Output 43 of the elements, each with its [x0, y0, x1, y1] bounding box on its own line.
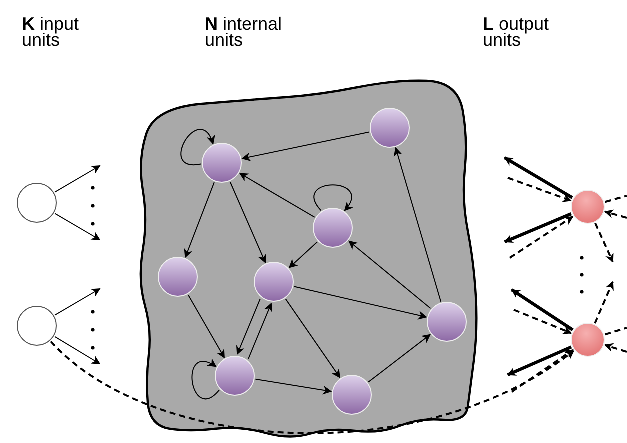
- arrow: [507, 346, 572, 376]
- arrow: [54, 166, 101, 193]
- arrow: [394, 147, 442, 302]
- arrow: [54, 213, 101, 240]
- arrow: [54, 288, 101, 316]
- arrow: [230, 182, 266, 264]
- arrow: [180, 129, 214, 166]
- arrow: [348, 240, 432, 310]
- arrow: [504, 156, 574, 200]
- arrow: [368, 334, 432, 383]
- arrow: [285, 298, 341, 378]
- arrow: [514, 309, 572, 334]
- arrow: [54, 336, 101, 364]
- arrow: [604, 343, 627, 353]
- arrow: [239, 173, 316, 218]
- output-node-circle: [571, 323, 605, 357]
- arrow: [509, 216, 574, 259]
- arrow: [242, 132, 370, 162]
- output-node-circle: [571, 190, 605, 224]
- input-node-circle: [17, 306, 57, 346]
- connector-line: [604, 327, 627, 336]
- arrow: [594, 222, 614, 263]
- column-heading: N internal units: [205, 16, 284, 48]
- arrow: [508, 177, 572, 202]
- arrow: [50, 340, 575, 434]
- arrow: [511, 349, 574, 393]
- arrow: [314, 184, 354, 212]
- arrow: [594, 281, 614, 324]
- column-heading: L output units: [483, 16, 550, 48]
- column-heading: K input units: [22, 16, 80, 48]
- input-node-circle: [17, 183, 57, 223]
- arrow: [236, 298, 261, 356]
- arrow: [248, 302, 273, 360]
- arrow: [192, 359, 220, 400]
- arrow: [288, 242, 318, 268]
- arrow: [504, 212, 572, 244]
- arrow: [188, 294, 226, 359]
- arrow: [294, 286, 428, 320]
- connector-line: [605, 195, 627, 204]
- arrow: [511, 288, 574, 332]
- arrow: [184, 182, 215, 258]
- arrow: [604, 210, 627, 219]
- arrow: [255, 378, 332, 395]
